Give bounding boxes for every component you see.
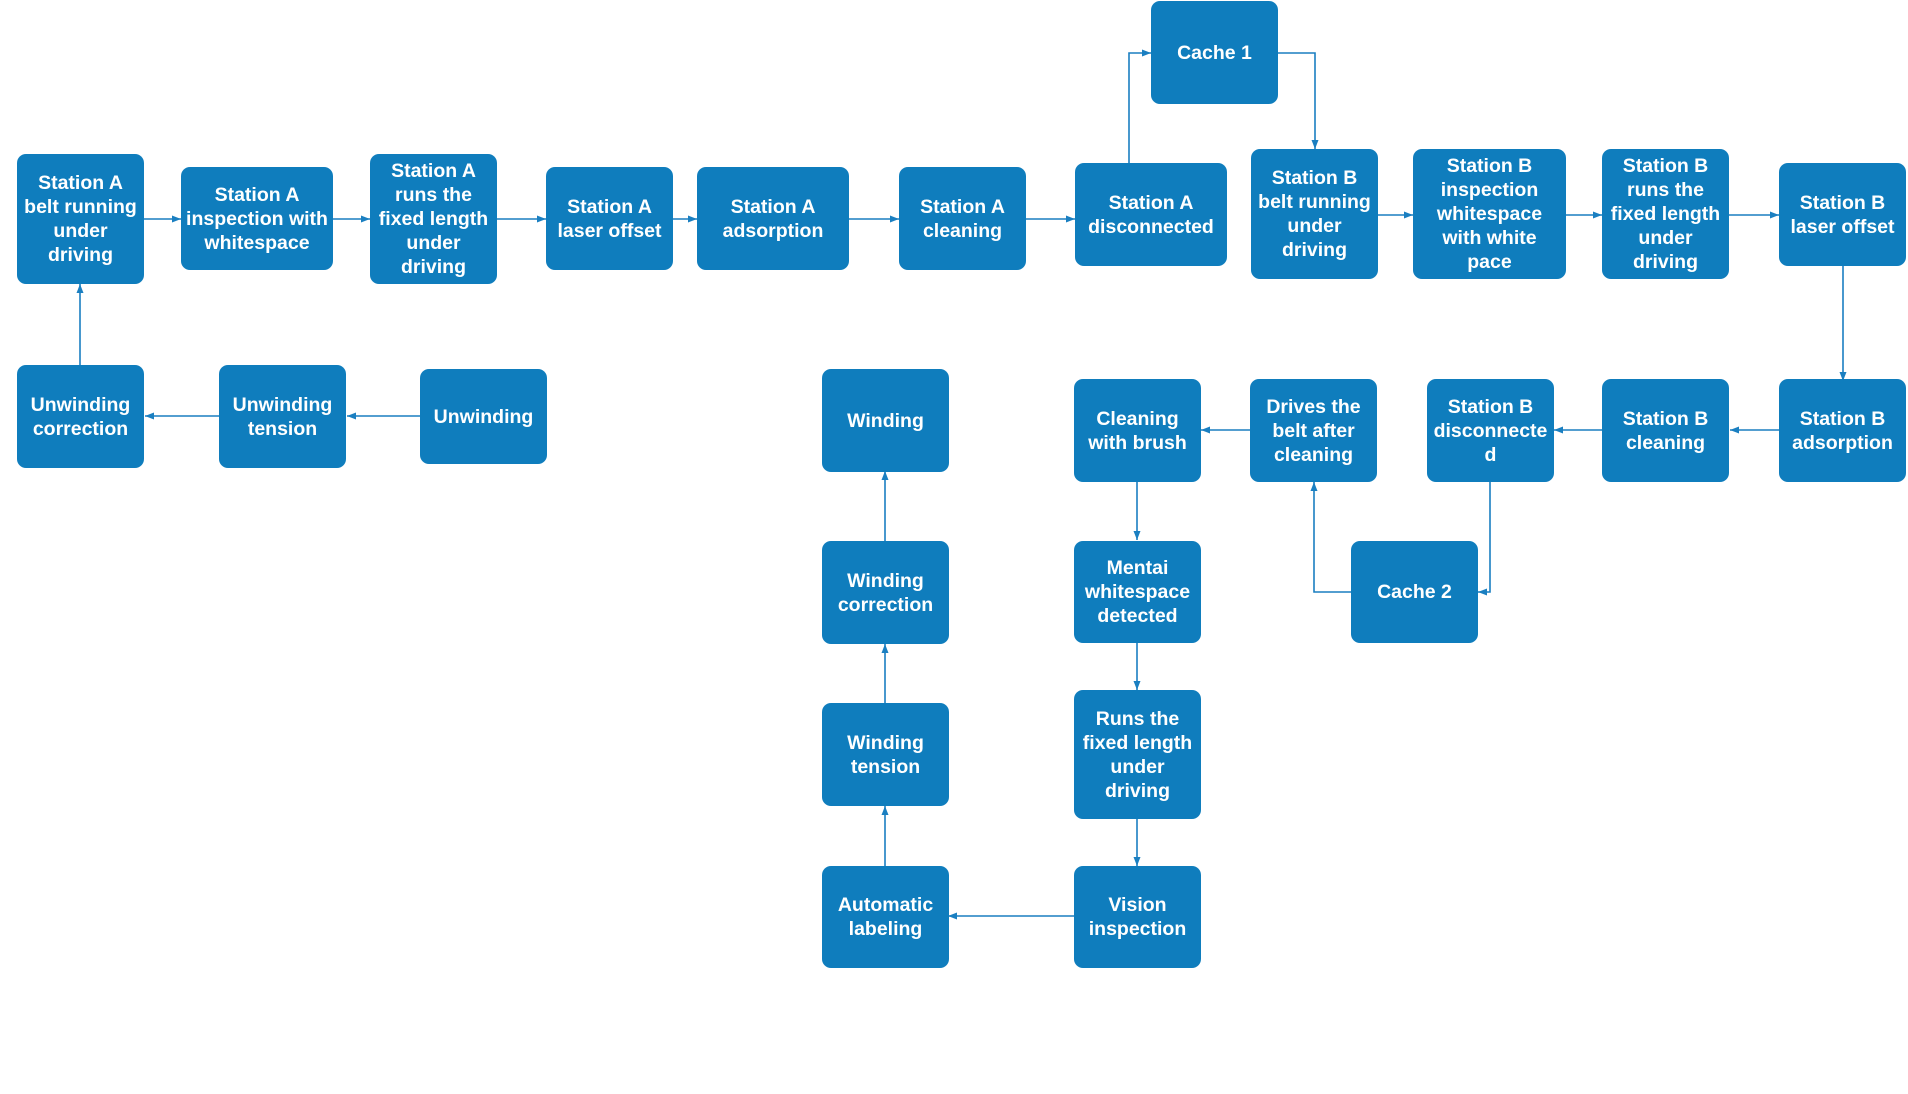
node-cleaning-with-brush: Cleaning with brush [1074, 379, 1201, 482]
node-station-a-laser-offset: Station A laser offset [546, 167, 673, 270]
node-station-b-cleaning: Station B cleaning [1602, 379, 1729, 482]
node-station-a-cleaning: Station A cleaning [899, 167, 1026, 270]
arrow-a-disc-to-cache1 [1128, 49, 1151, 165]
arrow-cache1-to-b-belt [1278, 52, 1319, 149]
node-cache-1: Cache 1 [1151, 1, 1278, 104]
node-winding-correction: Winding correction [822, 541, 949, 644]
node-station-b-laser-offset: Station B laser offset [1779, 163, 1906, 266]
node-station-b-adsorption: Station B adsorption [1779, 379, 1906, 482]
node-unwinding: Unwinding [420, 369, 547, 464]
arrow-cache2-to-drives-belt [1310, 482, 1351, 593]
node-cache-2: Cache 2 [1351, 541, 1478, 643]
node-station-b-fixed-length: Station B runs the fixed length under dr… [1602, 149, 1729, 279]
node-station-a-inspection: Station A inspection with whitespace [181, 167, 333, 270]
node-unwinding-correction: Unwinding correction [17, 365, 144, 468]
node-runs-fixed-length: Runs the fixed length under driving [1074, 690, 1201, 819]
node-automatic-labeling: Automatic labeling [822, 866, 949, 968]
node-station-a-disconnected: Station A disconnected [1075, 163, 1227, 266]
node-winding: Winding [822, 369, 949, 472]
node-station-b-inspection: Station B inspection whitespace with whi… [1413, 149, 1566, 279]
node-unwinding-tension: Unwinding tension [219, 365, 346, 468]
node-winding-tension: Winding tension [822, 703, 949, 806]
node-drives-belt-after-cleaning: Drives the belt after cleaning [1250, 379, 1377, 482]
node-vision-inspection: Vision inspection [1074, 866, 1201, 968]
node-station-a-adsorption: Station A adsorption [697, 167, 849, 270]
arrow-b-disc-to-cache2 [1478, 482, 1491, 596]
node-station-a-belt-running: Station A belt running under driving [17, 154, 144, 284]
node-station-b-disconnected: Station B disconnecte d [1427, 379, 1554, 482]
node-mentai-whitespace-detected: Mentai whitespace detected [1074, 541, 1201, 643]
node-station-b-belt-running: Station B belt running under driving [1251, 149, 1378, 279]
node-station-a-fixed-length: Station A runs the fixed length under dr… [370, 154, 497, 284]
